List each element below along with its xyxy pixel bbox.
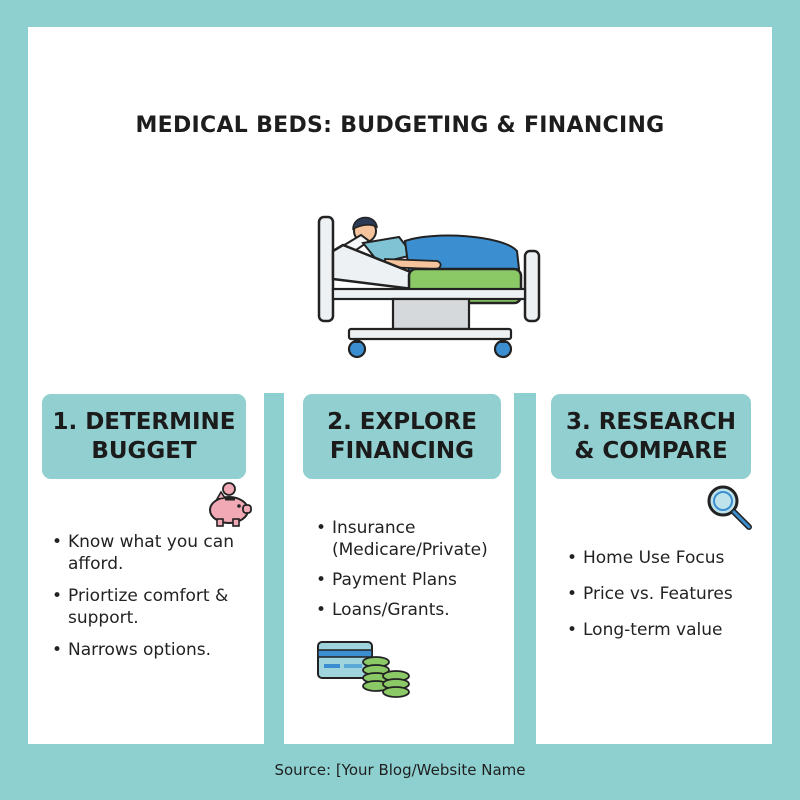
section-heading-line: BUGGET	[91, 437, 197, 464]
section-heading-determine-budget: 1. DETERMINE BUGGET	[42, 394, 246, 479]
credit-card-coins-icon	[317, 641, 410, 698]
section-heading-line: & COMPARE	[574, 437, 728, 464]
piggy-bank-icon	[209, 482, 252, 527]
list-item: Narrows options.	[52, 639, 252, 661]
section-heading-line: 3. RESEARCH	[565, 408, 737, 435]
section-heading-line: FINANCING	[329, 437, 475, 464]
list-item: Home Use Focus	[567, 547, 767, 569]
section-heading-research-compare: 3. RESEARCH & COMPARE	[551, 394, 751, 479]
list-item: Know what you can afford.	[52, 531, 252, 575]
section-heading-line: 1. DETERMINE	[52, 408, 236, 435]
list-item: Long-term value	[567, 619, 767, 641]
section-heading-line: 2. EXPLORE	[327, 408, 477, 435]
budget-list: Know what you can afford. Priortize comf…	[52, 531, 252, 671]
list-item: Insurance (Medicare/Private)	[316, 517, 506, 561]
list-item: Loans/Grants.	[316, 599, 506, 621]
magnifier-icon	[707, 485, 752, 530]
source-credit: Source: [Your Blog/Website Name	[274, 761, 526, 779]
list-item: Price vs. Features	[567, 583, 767, 605]
list-item: Priortize comfort & support.	[52, 585, 252, 629]
financing-list: Insurance (Medicare/Private) Payment Pla…	[316, 517, 506, 629]
hospital-bed-illustration	[317, 215, 541, 359]
section-heading-explore-financing: 2. EXPLORE FINANCING	[303, 394, 501, 479]
top-panel: MEDICAL BEDS: BUDGETING & FINANCING	[28, 27, 772, 393]
research-list: Home Use Focus Price vs. Features Long-t…	[567, 547, 767, 655]
list-item: Payment Plans	[316, 569, 506, 591]
page-title: MEDICAL BEDS: BUDGETING & FINANCING	[135, 113, 665, 138]
